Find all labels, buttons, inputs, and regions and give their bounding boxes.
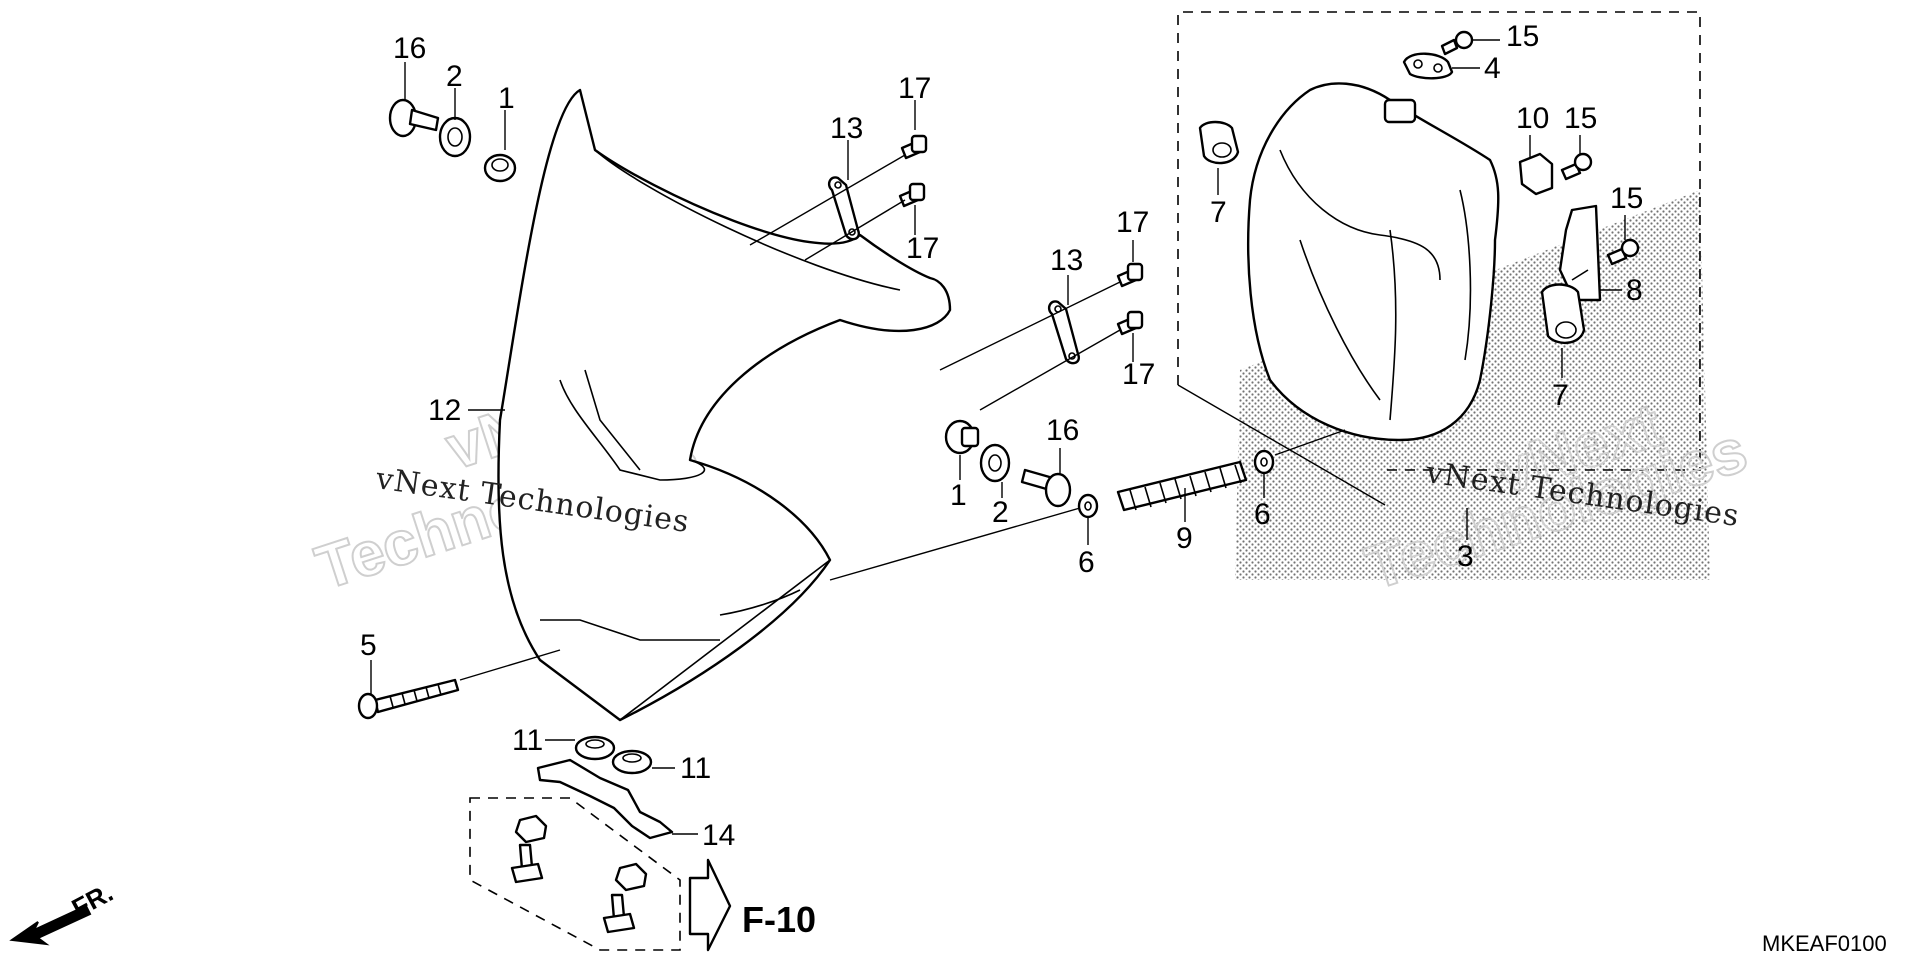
grommet-2-top (438, 116, 472, 158)
callout-3: 3 (1457, 540, 1474, 573)
washer-6-right (1253, 449, 1275, 475)
bolt-detail-a (510, 843, 544, 884)
screw-17-b (898, 182, 926, 208)
screw-15-a (1440, 30, 1474, 56)
guide-13b-upper (939, 281, 1121, 371)
callout-2-top: 2 (446, 60, 463, 93)
guide-bolt5 (459, 649, 561, 681)
callout-9: 9 (1176, 522, 1193, 555)
headlight-box-diagonal (1177, 384, 1386, 506)
collar-1-top (483, 153, 517, 183)
plate-4 (1402, 52, 1454, 80)
callout-1-top: 1 (498, 82, 515, 115)
headlight-cover (497, 88, 952, 722)
callout-17-d: 17 (1122, 358, 1155, 391)
callout-7-bottom: 7 (1552, 379, 1569, 412)
callout-8: 8 (1626, 274, 1643, 307)
washer-6-left (1077, 493, 1099, 519)
guide-13b-lower (979, 329, 1121, 411)
bolt-detail-b (602, 893, 636, 934)
screw-17-d (1116, 310, 1144, 336)
collar-1-mid (944, 419, 980, 455)
rubber-11-right (611, 749, 653, 775)
reference-arrow (688, 858, 732, 952)
bolt-5 (357, 678, 460, 720)
guide-cover-to-washer (829, 507, 1081, 581)
bolt-16-mid (1020, 468, 1072, 508)
front-direction-arrow-icon (9, 904, 92, 946)
callout-15-top: 15 (1506, 20, 1539, 53)
callout-2-mid: 2 (992, 496, 1009, 529)
callout-17-b: 17 (906, 232, 939, 265)
guide-13a-upper (749, 154, 906, 246)
spring-9 (1116, 460, 1248, 512)
callout-11-right: 11 (680, 752, 711, 785)
reference-label: F-10 (742, 899, 816, 940)
collar-7-bottom (1540, 283, 1586, 344)
screw-15-b (1560, 152, 1593, 181)
grommet-2-mid (979, 443, 1011, 483)
stay-13-lower (1047, 300, 1080, 365)
screw-17-c (1116, 262, 1144, 288)
screw-15-c (1606, 238, 1640, 266)
callout-11-left: 11 (512, 724, 543, 757)
callout-6-left: 6 (1078, 546, 1095, 579)
clamp-10 (1518, 152, 1554, 196)
fastener-detail-box (469, 797, 681, 951)
nut-detail-a (514, 814, 548, 844)
callout-13-lower: 13 (1050, 244, 1083, 277)
callout-1-mid: 1 (950, 479, 967, 512)
callout-17-a: 17 (898, 72, 931, 105)
callout-4: 4 (1484, 52, 1501, 85)
rubber-11-left (574, 735, 616, 761)
callout-10: 10 (1516, 102, 1549, 135)
callout-15-right: 15 (1610, 182, 1643, 215)
headlight-assembly-box (1177, 11, 1701, 471)
headlight-unit (1247, 82, 1500, 442)
diagram-code: MKEAF0100 (1762, 931, 1887, 956)
guide-washer-to-unit (1274, 429, 1346, 456)
screw-17-a (900, 134, 928, 160)
collar-7-top (1198, 120, 1240, 165)
bracket-14 (536, 758, 674, 840)
callout-16-top: 16 (393, 32, 426, 65)
callout-6-right: 6 (1254, 498, 1271, 531)
nut-detail-b (614, 862, 648, 892)
callout-13-upper: 13 (830, 112, 863, 145)
callout-17-c: 17 (1116, 206, 1149, 239)
bolt-16-top (388, 98, 440, 138)
callout-5: 5 (360, 629, 377, 662)
guide-13a-lower (804, 199, 906, 261)
callout-15-mid: 15 (1564, 102, 1597, 135)
callout-16-mid: 16 (1046, 414, 1079, 447)
callout-12: 12 (428, 394, 461, 427)
callout-7-top: 7 (1210, 196, 1227, 229)
callout-14: 14 (702, 819, 735, 852)
